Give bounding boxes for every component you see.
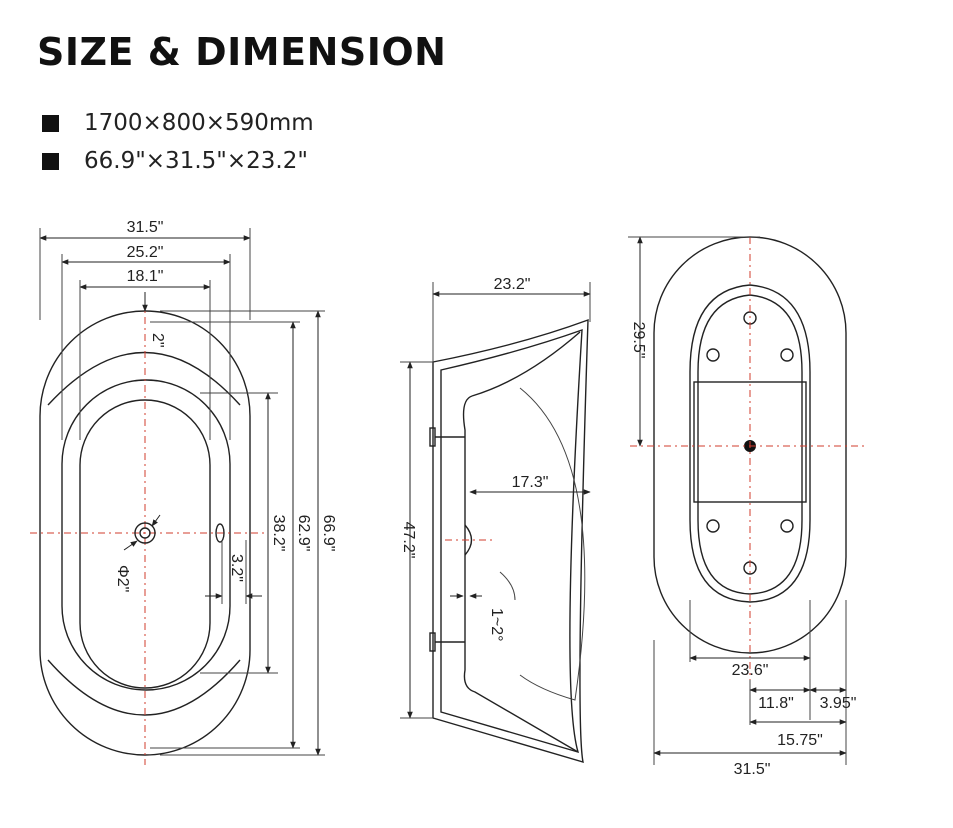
label-slope: 1~2° xyxy=(488,608,505,642)
tub-side-outer xyxy=(432,318,589,763)
label-drain-diameter: Φ2" xyxy=(114,565,131,592)
page-title: SIZE & DIMENSION xyxy=(37,30,447,74)
bottom-view: 29.5" 23.6" 11.8" 3.95" 15.75" 31.5" xyxy=(628,236,865,778)
foot-top-left-icon xyxy=(706,348,720,362)
square-bullet-icon xyxy=(42,114,59,132)
foot-end-arc xyxy=(47,659,241,716)
tub-rim-outline xyxy=(61,379,231,691)
top-view: 31.5" 25.2" 18.1" 2" 38.2" 62.9" 66.9" 3… xyxy=(30,219,337,765)
center-panel xyxy=(693,381,807,503)
label-rim-offset: 2" xyxy=(149,333,166,348)
label-length-outer: 66.9" xyxy=(320,515,337,552)
label-length-mid: 62.9" xyxy=(295,515,312,552)
head-end-arc xyxy=(47,351,241,406)
label-width-mid: 25.2" xyxy=(127,244,164,261)
label-depth: 17.3" xyxy=(512,474,549,491)
drain-leader-bottom xyxy=(123,540,138,551)
tub-basin-outline xyxy=(79,399,211,689)
label-base-width: 23.6" xyxy=(732,662,769,679)
spec-list: 1700×800×590mm 66.9"×31.5"×23.2" xyxy=(42,104,314,180)
label-dim-b: 3.95" xyxy=(820,695,857,712)
label-width-inner: 18.1" xyxy=(127,268,164,285)
label-height: 23.2" xyxy=(494,276,531,293)
label-total-width: 31.5" xyxy=(734,761,771,778)
label-width-outer: 31.5" xyxy=(127,219,164,236)
spec-dimensions-mm: 1700×800×590mm xyxy=(84,110,314,136)
spec-dimensions-inch: 66.9"×31.5"×23.2" xyxy=(84,148,308,174)
base-plate-outline xyxy=(689,284,811,603)
slope-arc xyxy=(499,571,516,601)
label-length-inner: 38.2" xyxy=(270,515,287,552)
foot-bottom-left-icon xyxy=(706,519,720,533)
foot-bottom-right-icon xyxy=(780,519,794,533)
label-center-offset: 29.5" xyxy=(630,322,647,359)
label-dim-a: 11.8" xyxy=(758,695,794,712)
drain-inner xyxy=(139,527,151,539)
square-bullet-icon xyxy=(42,152,59,170)
label-length: 47.2" xyxy=(400,522,417,559)
tub-side-basin xyxy=(462,395,579,753)
side-view: 23.2" 17.3" 47.2" 1~2° xyxy=(400,276,591,763)
tub-side-rim xyxy=(471,331,581,397)
overflow-icon xyxy=(215,523,225,543)
base-plate-inner xyxy=(697,294,803,595)
spec-item-mm: 1700×800×590mm xyxy=(42,104,314,142)
foot-top-right-icon xyxy=(780,348,794,362)
tub-side-curve xyxy=(519,387,586,701)
label-dim-c: 15.75" xyxy=(777,732,823,749)
side-drain-icon xyxy=(464,524,473,556)
label-overflow-offset: 3.2" xyxy=(228,554,245,582)
spec-item-inch: 66.9"×31.5"×23.2" xyxy=(42,142,314,180)
drain-leader-top xyxy=(151,514,161,527)
tub-side-outer-inner xyxy=(440,328,583,754)
drain-icon xyxy=(134,522,156,544)
